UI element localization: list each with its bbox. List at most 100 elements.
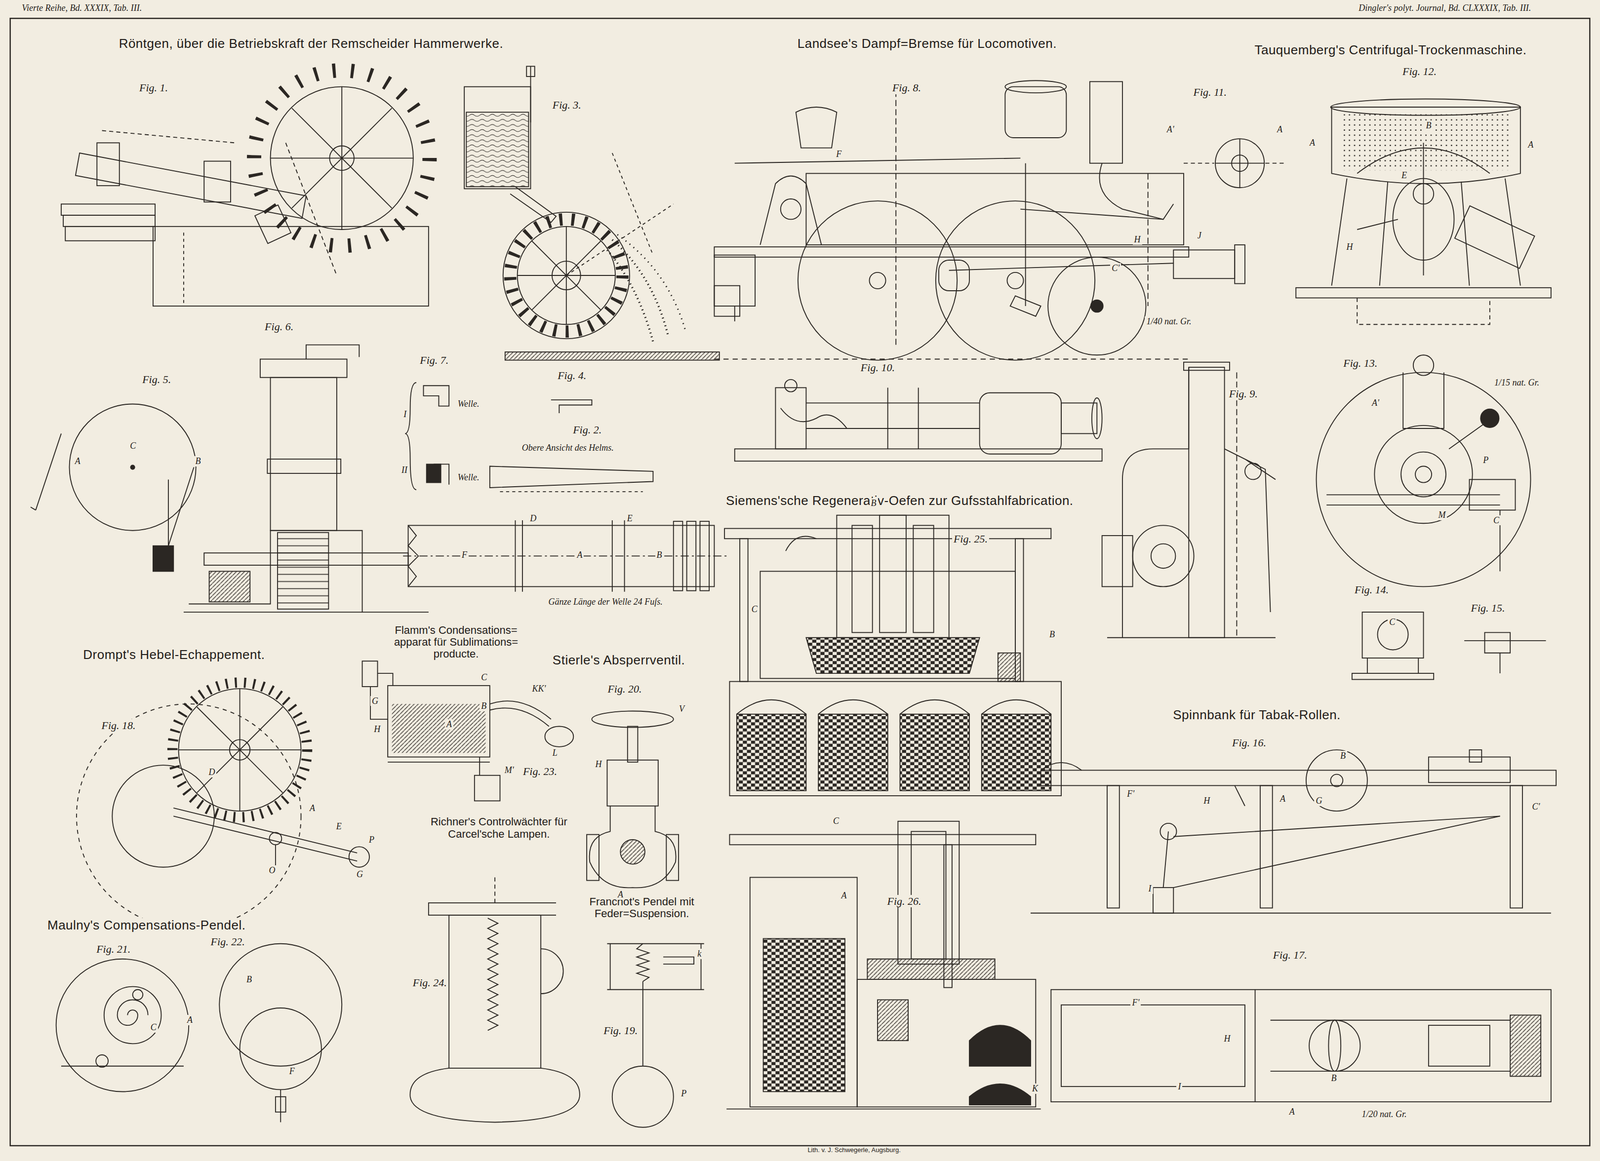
shaft-detail-figure [624, 520, 626, 593]
shaft-detail-figure [500, 491, 643, 493]
locomotive-figure [1047, 257, 1146, 356]
spring-pendulum-figure [609, 944, 611, 991]
boiler-end-figure [1102, 535, 1133, 587]
figure-title: Richner's Controlwächter für Carcel'sche… [413, 816, 585, 840]
brake-mechanism-figure [734, 448, 1103, 462]
figure-number: Fig. 18. [100, 719, 138, 732]
callout-letter: H [594, 759, 604, 770]
regenerative-furnace-section [998, 653, 1021, 682]
furnace-longitudinal-section [857, 979, 1037, 1108]
spinning-bench-figure [1040, 770, 1557, 786]
escapement-figure [197, 707, 283, 794]
hammer-shaft-figure [306, 345, 360, 360]
centrifuge-figure [1357, 298, 1490, 325]
pulley-figure [168, 467, 195, 547]
figure-number: Fig. 22. [209, 935, 247, 949]
callout-letter: Welle. [456, 399, 481, 410]
callout-letter: F [834, 149, 843, 160]
callout-letter: A [73, 456, 82, 467]
centrifuge-figure [1331, 107, 1521, 184]
boiler-end-figure [1236, 372, 1238, 638]
lamp-regulator-figure [487, 918, 499, 1031]
escapement-figure [76, 704, 302, 929]
brake-mechanism-figure [805, 402, 980, 404]
escapement-figure [112, 765, 215, 868]
regenerative-furnace-section [736, 700, 807, 715]
locomotive-figure [1020, 209, 1163, 220]
regenerative-furnace-section [729, 681, 1062, 797]
boiler-end-figure [1244, 463, 1262, 480]
callout-letter: A [1275, 124, 1284, 135]
figure-number: Fig. 26. [885, 895, 923, 908]
spinning-bench-plan [1254, 990, 1256, 1103]
valve-figure [627, 726, 639, 763]
escapement-figure [197, 707, 283, 794]
undershot-wheel-figure [510, 186, 557, 223]
callout-letter: P [367, 835, 376, 846]
locomotive-figure [734, 306, 736, 322]
locomotive-figure [1090, 300, 1104, 313]
spinning-bench-figure [1173, 816, 1500, 888]
compensation-pendulum-figure [95, 1055, 109, 1068]
callout-letter: A [1526, 139, 1535, 151]
spinning-bench-plan [1270, 1071, 1511, 1073]
boiler-end-figure [1183, 362, 1230, 371]
regenerative-furnace-section [981, 700, 1052, 715]
plate-header: Dingler's polyt. Journal, Bd. CLXXXIX, T… [1357, 2, 1533, 14]
locomotive-figure [1147, 173, 1149, 307]
locomotive-figure [796, 107, 838, 149]
callout-letter: F [287, 1066, 297, 1078]
centrifuge-figure [1357, 219, 1399, 230]
figure-title: Flamm's Condensations= apparat für Subli… [385, 624, 527, 661]
boiler-end-figure [1122, 367, 1189, 639]
callout-letter: B [869, 498, 879, 509]
escapement-figure [76, 682, 370, 929]
spinning-bench-figure [1163, 831, 1169, 888]
lamp-regulator-figure [428, 903, 562, 916]
lamp-regulator-figure [494, 877, 496, 904]
compensation-pendulum-figure [240, 1008, 322, 1090]
hammer-shaft-figure [260, 359, 348, 378]
figure-title: Stierle's Absperrventil. [551, 653, 687, 669]
callout-letter: M' [503, 765, 516, 776]
regenerative-furnace-section [818, 700, 888, 715]
compensation-pendulum-figure [275, 1097, 286, 1113]
spinning-bench-figure [1030, 750, 1557, 914]
spinning-bench-figure [1040, 762, 1082, 771]
valve-figure [591, 711, 674, 728]
handwheel-figure [1183, 138, 1284, 188]
plate-header: Vierte Reihe, Bd. XXXIX, Tab. III. [20, 2, 144, 14]
boiler-end-figure [1188, 367, 1225, 639]
spinning-bench-plan [1050, 990, 1552, 1103]
lamp-regulator-figure [409, 1068, 580, 1123]
figure-title: Tauquemberg's Centrifugal-Trockenmaschin… [1252, 42, 1528, 58]
handwheel-figure [1183, 162, 1215, 164]
figure-number: Fig. 13. [1341, 357, 1379, 370]
callout-letter: A' [1370, 398, 1381, 409]
regenerative-furnace-section [913, 525, 934, 633]
water-wheel-figure [61, 70, 430, 307]
brake-mechanism-figure [887, 387, 889, 449]
figure-number: Fig. 3. [551, 98, 583, 112]
hammer-shaft-figure [183, 611, 429, 613]
centrifuge-figure [1341, 114, 1511, 171]
furnace-longitudinal-section [969, 1084, 1031, 1106]
spinning-bench-plan [1050, 990, 1552, 1103]
pulley-figure [30, 403, 197, 572]
small-detail-figures [1352, 673, 1434, 680]
boiler-end-figure [1224, 448, 1276, 613]
spinning-bench-figure [1469, 750, 1482, 763]
callout-letter: A [444, 719, 454, 730]
locomotive-figure [1004, 86, 1067, 138]
locomotive-figure [1173, 249, 1235, 279]
locomotive-figure [1006, 272, 1024, 289]
callout-letter: Gänze Länge der Welle 24 Fuſs. [547, 597, 665, 608]
valve-figure [666, 835, 679, 881]
figure-number: Fig. 4. [556, 369, 588, 382]
condenser-figure [391, 704, 486, 754]
callout-letter: Obere Ansicht des Helms. [520, 442, 616, 454]
callout-letter: H [1201, 796, 1212, 807]
lithographer-credit: Lith. v. J. Schwegerle, Augsburg. [805, 1147, 902, 1155]
figure-number: Fig. 10. [859, 361, 897, 374]
